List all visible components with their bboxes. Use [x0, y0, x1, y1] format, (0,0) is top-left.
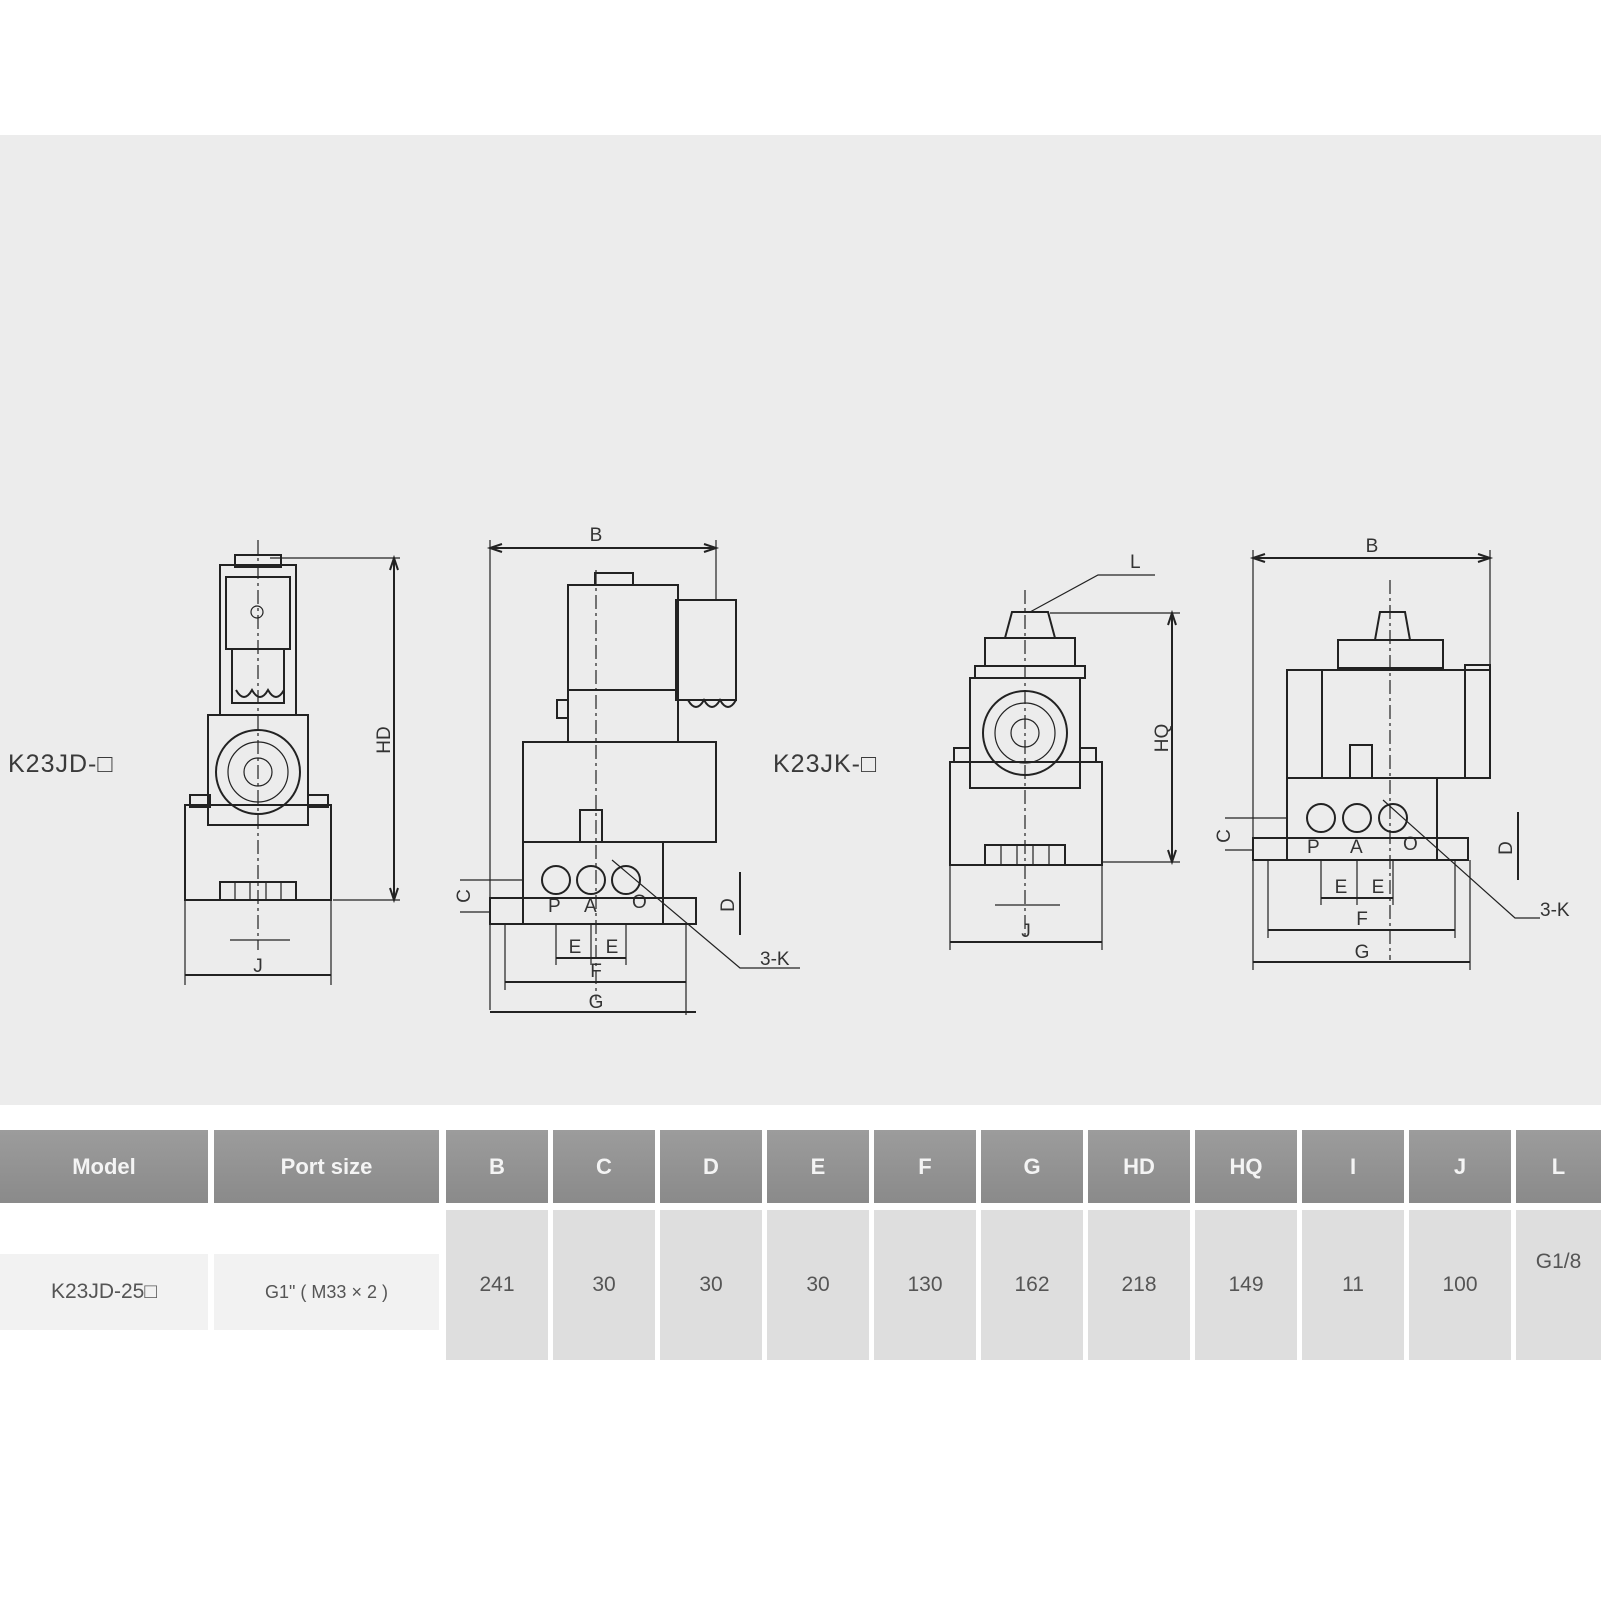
k23jd-side-view: B P A O C D E E F — [454, 525, 800, 1015]
cell-port-size: G1" ( M33 × 2 ) — [214, 1254, 439, 1330]
dim-label-hd: HD — [374, 726, 395, 753]
dim-label-e-1a: E — [569, 937, 582, 958]
cell-hd: 218 — [1088, 1210, 1190, 1360]
cell-c: 30 — [553, 1210, 655, 1360]
dim-label-d-2: D — [1496, 841, 1517, 855]
dim-label-b-1: B — [590, 525, 603, 546]
header-j: J — [1409, 1130, 1511, 1203]
k23jd-front-view: K23JD-□ HD J — [8, 540, 400, 985]
cell-e: 30 — [767, 1210, 869, 1360]
header-c: C — [553, 1130, 655, 1203]
port-label-a-2: A — [1350, 837, 1363, 858]
dim-label-d-1: D — [718, 898, 739, 912]
header-model: Model — [0, 1130, 208, 1203]
dim-label-hq: HQ — [1152, 724, 1173, 753]
dim-label-f-2: F — [1356, 909, 1368, 930]
port-label-p-1: P — [548, 896, 561, 917]
dim-label-b-2: B — [1366, 536, 1379, 557]
port-label-o-2: O — [1403, 834, 1418, 855]
dim-label-j-2: J — [1021, 921, 1031, 942]
technical-drawing: K23JD-□ HD J — [8, 525, 1570, 1015]
cell-f: 130 — [874, 1210, 976, 1360]
dim-label-j-1: J — [253, 956, 263, 977]
header-f: F — [874, 1130, 976, 1203]
dim-label-e-2b: E — [1372, 877, 1385, 898]
dim-label-e-1b: E — [606, 937, 619, 958]
k23jk-front-view: K23JK-□ L HQ J — [773, 552, 1180, 950]
header-i: I — [1302, 1130, 1404, 1203]
dim-label-g-2: G — [1355, 942, 1370, 963]
cell-j: 100 — [1409, 1210, 1511, 1360]
header-hq: HQ — [1195, 1130, 1297, 1203]
dim-label-c-2: C — [1214, 829, 1235, 843]
k23jk-side-view: B P A O C D E E F G — [1214, 536, 1570, 970]
dim-label-l: L — [1130, 552, 1141, 573]
header-d: D — [660, 1130, 762, 1203]
header-b: B — [446, 1130, 548, 1203]
dim-label-f-1: F — [590, 961, 602, 982]
cell-d: 30 — [660, 1210, 762, 1360]
header-g: G — [981, 1130, 1083, 1203]
header-port-size: Port size — [214, 1130, 439, 1203]
port-label-a-1: A — [584, 896, 597, 917]
port-label-o-1: O — [632, 892, 647, 913]
cell-hq: 149 — [1195, 1210, 1297, 1360]
dim-label-e-2a: E — [1335, 877, 1348, 898]
model-label-k23jk: K23JK-□ — [773, 750, 877, 778]
dim-label-c-1: C — [454, 889, 475, 903]
header-l: L — [1516, 1130, 1601, 1203]
drawing-panel: K23JD-□ HD J — [0, 135, 1601, 1105]
cell-model: K23JD-25□ — [0, 1254, 208, 1330]
header-e: E — [767, 1130, 869, 1203]
cell-b: 241 — [446, 1210, 548, 1360]
cell-g: 162 — [981, 1210, 1083, 1360]
header-hd: HD — [1088, 1130, 1190, 1203]
dim-label-g-1: G — [589, 992, 604, 1013]
port-label-p-2: P — [1307, 837, 1320, 858]
dim-label-3k-2: 3-K — [1540, 900, 1570, 921]
spec-table: Model Port size B C D E F G HD HQ I J L … — [0, 1130, 1601, 1360]
dim-label-3k-1: 3-K — [760, 949, 790, 970]
model-label-k23jd: K23JD-□ — [8, 750, 113, 778]
cell-i: 11 — [1302, 1210, 1404, 1360]
cell-l: G1/8 — [1516, 1210, 1601, 1360]
